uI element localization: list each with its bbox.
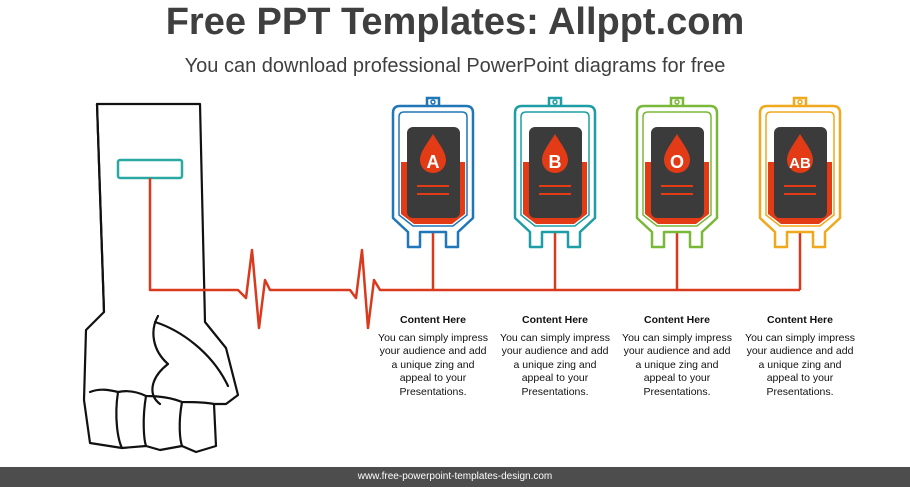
heartbeat-line	[148, 178, 800, 330]
blood-drop-icon	[420, 134, 446, 173]
drip-lines	[431, 232, 802, 290]
blood-type-label: B	[549, 152, 562, 172]
blood-bag-o: O	[635, 96, 719, 249]
footer-url[interactable]: www.free-powerpoint-templates-design.com	[357, 471, 553, 482]
blood-bag-a: A	[391, 96, 475, 249]
bag-inner-outline	[520, 111, 590, 227]
arm-outline	[82, 102, 240, 454]
page-subtitle: You can download professional PowerPoint…	[184, 55, 726, 77]
blood-bag-ab: AB	[758, 96, 842, 249]
bag-hanger	[425, 96, 441, 106]
blood-type-label: A	[427, 152, 440, 172]
bag-hanger-hole	[797, 99, 803, 105]
bag-inner-outline	[765, 111, 835, 227]
bag-hanger	[792, 96, 808, 106]
blood-type-label: AB	[789, 155, 811, 172]
wristband	[116, 158, 184, 180]
bag-hanger-hole	[552, 99, 558, 105]
bag-hanger	[547, 96, 563, 106]
bag-hanger-hole	[674, 99, 680, 105]
bag-inner-outline	[642, 111, 712, 227]
caption-heading: Content Here	[522, 314, 588, 326]
blood-type-label: O	[670, 152, 684, 172]
caption-heading: Content Here	[400, 314, 466, 326]
blood-drop-icon	[787, 134, 813, 173]
footer-bar: www.free-powerpoint-templates-design.com	[0, 467, 910, 487]
caption-body: You can simply impress your audience and…	[622, 331, 732, 398]
blood-drop-icon	[542, 134, 568, 173]
blood-bag-b: B	[513, 96, 597, 249]
caption-heading: Content Here	[644, 314, 710, 326]
bag-hanger-hole	[430, 99, 436, 105]
page-title: Free PPT Templates: Allppt.com	[165, 1, 745, 43]
caption-body: You can simply impress your audience and…	[500, 331, 610, 398]
caption-heading: Content Here	[767, 314, 833, 326]
blood-drop-icon	[664, 134, 690, 173]
caption-body: You can simply impress your audience and…	[745, 331, 855, 398]
caption-body: You can simply impress your audience and…	[378, 331, 488, 398]
bag-hanger	[669, 96, 685, 106]
bag-inner-outline	[398, 111, 468, 227]
